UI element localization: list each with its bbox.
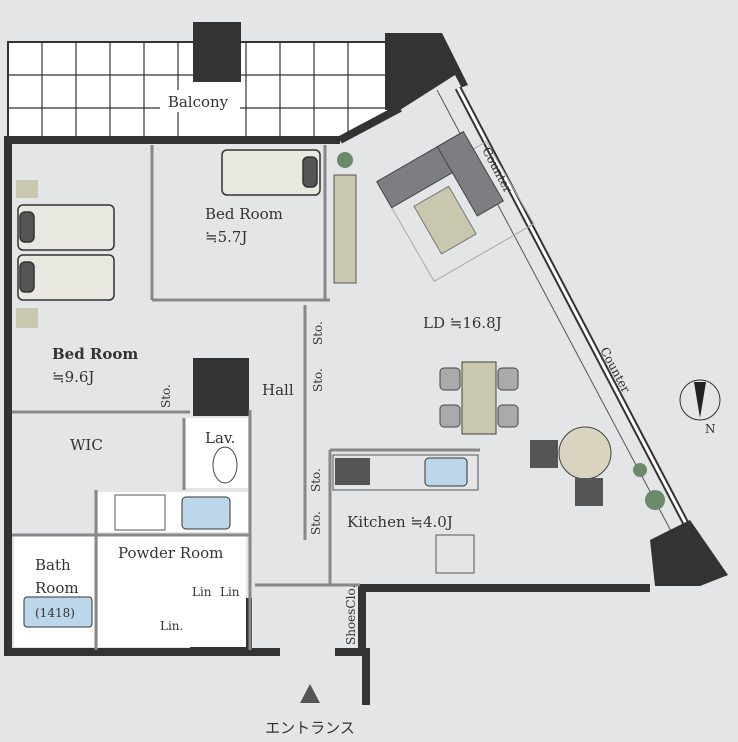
plant-icon xyxy=(337,152,353,168)
bedroom-size: ≒9.6J xyxy=(52,368,94,386)
storage-label: Sto. xyxy=(159,384,173,408)
bedroom-label: Bed Room xyxy=(205,205,283,223)
kitchen-label: Kitchen ≒4.0J xyxy=(347,513,453,531)
powder-room-label: Powder Room xyxy=(118,544,223,562)
lav-label: Lav. xyxy=(205,429,235,447)
bath-label: Room xyxy=(35,579,79,597)
compass-icon: N xyxy=(679,379,721,436)
entrance-arrow-icon xyxy=(300,684,320,703)
sink-icon xyxy=(424,457,468,487)
dining-set xyxy=(439,361,519,435)
stove-icon xyxy=(335,458,370,485)
wic-label: WIC xyxy=(70,436,103,454)
storage-label: Sto. xyxy=(311,321,325,345)
svg-text:N: N xyxy=(705,422,716,436)
bath-label: Bath xyxy=(35,556,71,574)
bathtub xyxy=(23,596,93,628)
sofa-set xyxy=(376,131,535,282)
balcony-label: Balcony xyxy=(168,93,229,111)
bedroom-size: ≒5.7J xyxy=(205,228,247,246)
shoes-closet-label: ShoesClo. xyxy=(344,585,358,645)
column xyxy=(193,22,241,82)
column xyxy=(193,358,249,416)
ld-label: LD ≒16.8J xyxy=(423,314,502,332)
interior-walls xyxy=(12,145,480,650)
linen-label: Lin xyxy=(192,585,212,599)
bedroom-label: Bed Room xyxy=(52,345,138,363)
washer-space xyxy=(114,494,166,531)
storage-label: Sto. xyxy=(311,368,325,392)
linen-label: Lin xyxy=(220,585,240,599)
toilet-icon xyxy=(212,446,238,484)
hall-label: Hall xyxy=(262,381,294,399)
column xyxy=(650,520,728,586)
linen-label: Lin. xyxy=(160,619,183,633)
bed xyxy=(17,149,321,301)
tv-board xyxy=(333,174,357,284)
lounge-set xyxy=(530,426,665,510)
basin-icon xyxy=(181,496,231,530)
entrance-label: エントランス xyxy=(265,719,355,737)
bath-size: (1418) xyxy=(35,606,75,620)
storage-label: Sto. xyxy=(309,468,323,492)
fridge-space xyxy=(435,534,475,574)
outer-wall xyxy=(4,136,650,705)
storage-label: Sto. xyxy=(309,511,323,535)
